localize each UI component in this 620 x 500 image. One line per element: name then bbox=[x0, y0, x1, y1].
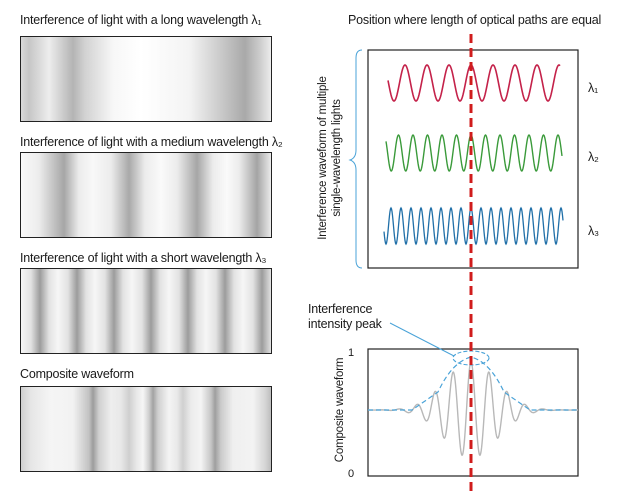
composite-wave bbox=[367, 361, 578, 457]
peak-label-line2: intensity peak bbox=[308, 317, 382, 331]
long-wavelength-fringes bbox=[20, 36, 272, 122]
composite-y-bottom: 0 bbox=[348, 468, 354, 480]
peak-label: Interference intensity peak bbox=[308, 302, 382, 332]
short-wavelength-title: Interference of light with a short wavel… bbox=[20, 251, 267, 265]
waveform-brace bbox=[348, 49, 363, 269]
composite-y-top: 1 bbox=[348, 347, 354, 359]
lambda2-label: λ₂ bbox=[588, 150, 599, 164]
lambda1-label: λ₁ bbox=[588, 81, 599, 95]
composite-fringes bbox=[20, 386, 272, 472]
lambda2-wave bbox=[385, 134, 563, 172]
waveform-box bbox=[367, 49, 579, 269]
medium-wavelength-title: Interference of light with a medium wave… bbox=[20, 135, 283, 149]
lambda1-wave bbox=[387, 64, 561, 102]
medium-wavelength-fringes bbox=[20, 152, 272, 238]
equal-path-label: Position where length of optical paths a… bbox=[348, 13, 602, 27]
composite-envelope bbox=[368, 356, 578, 411]
composite-box bbox=[367, 348, 579, 477]
peak-pointer-line bbox=[389, 322, 455, 357]
long-wavelength-title: Interference of light with a long wavele… bbox=[20, 13, 262, 27]
lambda3-wave bbox=[383, 206, 564, 246]
lambda3-label: λ₃ bbox=[588, 224, 599, 238]
short-wavelength-fringes bbox=[20, 268, 272, 354]
peak-label-line1: Interference bbox=[308, 302, 373, 316]
composite-waveform-title: Composite waveform bbox=[20, 367, 134, 381]
